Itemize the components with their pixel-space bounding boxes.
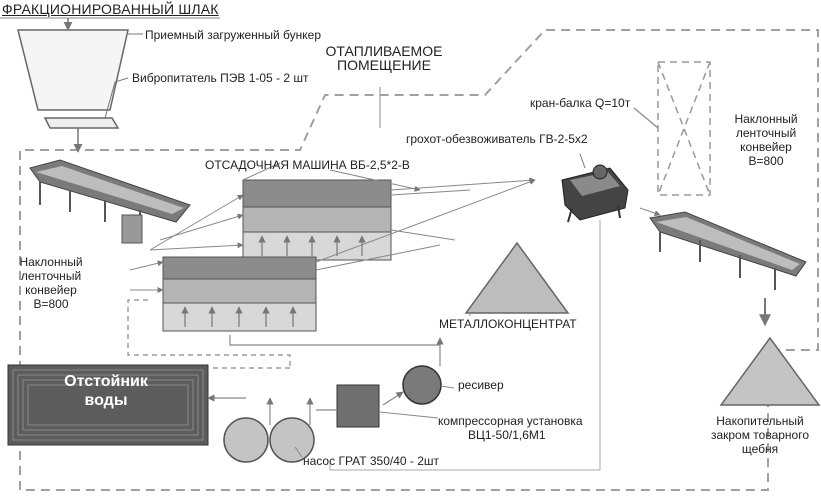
crane-frame: [633, 61, 711, 196]
metal-concentrate-label: МЕТАЛЛОКОНЦЕНТРАТ: [439, 317, 577, 331]
heated-room-boundary: [19, 29, 819, 491]
screen-icon: [561, 164, 629, 223]
feed-flow-lines: [129, 194, 244, 293]
metal-concentrate-pile: [464, 241, 570, 314]
feeder-label: Вибропитатель ПЭВ 1-05 - 2 шт: [132, 71, 309, 85]
right-conveyor-line-1: Наклонный: [734, 112, 798, 126]
pump-1-icon: [223, 417, 269, 463]
storage-line-3: щебня: [741, 442, 779, 456]
left-conveyor-line-3: конвейер: [25, 283, 77, 297]
settling-tank-label-line-2: воды: [84, 392, 128, 409]
left-conveyor-line-1: Наклонный: [19, 255, 83, 269]
hopper-icon: [17, 18, 143, 111]
jig-machine-front: [162, 256, 317, 332]
jig-machine-label: ОТСАДОЧНАЯ МАШИНА ВБ-2,5*2-В: [205, 158, 410, 172]
receiver-label: ресивер: [458, 378, 504, 392]
pump-label: насос ГРАТ 350/40 - 2шт: [303, 454, 440, 468]
compressor-label-1: компрессорная установка: [438, 414, 583, 428]
storage-pile: [719, 336, 821, 406]
label-leaders: [242, 87, 471, 458]
left-conveyor-line-4: B=800: [33, 297, 69, 311]
storage-line-1: Накопительный: [716, 414, 804, 428]
heated-room-label-1: ОТАПЛИВАЕМОЕ: [325, 43, 443, 59]
settling-tank-label: Отстойник воды: [16, 372, 196, 410]
receiver-icon: [402, 365, 442, 405]
output-flow-lines: [315, 169, 536, 271]
jig-machine-back: [242, 179, 392, 261]
vibro-feeder-icon: [43, 77, 129, 153]
hopper-label: Приемный загруженный бункер: [145, 28, 322, 42]
pump-2-icon: [269, 417, 315, 463]
settling-tank-label-line-1: Отстойник: [64, 373, 148, 390]
storage-line-2: закром товарного: [710, 428, 810, 442]
screen-leader: [579, 153, 586, 169]
screen-label: грохот-обезвоживатель ГВ-2-5х2: [406, 132, 588, 146]
left-conveyor-icon: [29, 159, 191, 244]
right-conveyor-line-3: конвейер: [740, 140, 792, 154]
right-conveyor-icon: [639, 207, 807, 327]
piping-lines: [127, 299, 444, 425]
right-conveyor-label: Наклонный ленточный конвейер B=800: [723, 112, 809, 168]
right-conveyor-line-4: B=800: [748, 154, 784, 168]
compressor-icon: [336, 384, 380, 428]
left-conveyor-line-2: ленточный: [20, 269, 82, 283]
heated-room-label-2: ПОМЕЩЕНИЕ: [337, 57, 431, 73]
diagram-title: ФРАКЦИОНИРОВАННЫЙ ШЛАК: [2, 1, 219, 17]
compressor-label-2: ВЦ1-50/1,6М1: [468, 428, 546, 442]
left-conveyor-label: Наклонный ленточный конвейер B=800: [8, 255, 94, 311]
right-conveyor-line-2: ленточный: [735, 126, 797, 140]
water-return-line: [329, 220, 601, 471]
crane-label: кран-балка Q=10т: [530, 96, 631, 110]
settling-tank-icon: [7, 364, 209, 446]
storage-label: Накопительный закром товарного щебня: [700, 414, 820, 456]
